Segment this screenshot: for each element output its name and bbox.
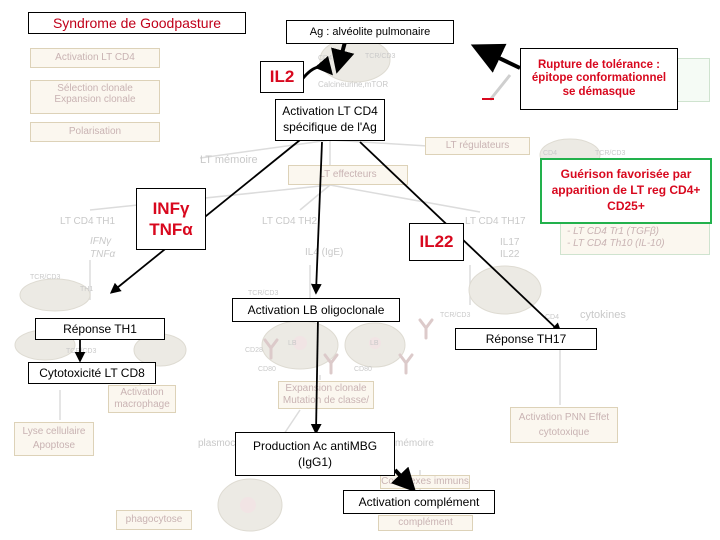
antigen-label: Ag : alvéolite pulmonaire: [309, 26, 431, 38]
arrow-antigen-down: [331, 41, 355, 74]
arrow-to-lb: [310, 141, 323, 295]
faded-th10: - LT CD4 Th10 (IL-10): [567, 238, 665, 249]
faded-tcr-label: TCR/CD3: [365, 53, 396, 60]
faded-expansion-clonale: Expansion clonale: [54, 94, 136, 105]
faded-th1-label: TH1: [80, 286, 94, 293]
title-box: Syndrome de Goodpasture: [28, 12, 246, 34]
faded-tcr-mid: TCR/CD3: [248, 290, 279, 297]
faded-selection-clonale: Sélection clonale: [57, 83, 133, 94]
faded-cd80: CD80: [258, 366, 276, 373]
tnfa-label: TNFα: [149, 220, 193, 239]
faded-activation-lt-cd4: Activation LT CD4: [30, 48, 160, 68]
cytokines-th1-box: INFγ TNFα: [136, 188, 206, 250]
faded-lt-cd4-th2: LT CD4 TH2: [262, 216, 318, 227]
faded-tcr-left2: TCR/CD3: [66, 348, 97, 355]
il2-box: IL2: [260, 61, 304, 93]
faded-memoire: mémoire: [395, 438, 434, 449]
faded-cd4-right: CD4: [543, 150, 558, 157]
reponse-th1-label: Réponse TH1: [63, 322, 137, 336]
faded-polarisation: Polarisation: [30, 122, 160, 142]
faded-tr1: - LT CD4 Tr1 (TGFβ): [567, 226, 660, 237]
faded-activation-pnn: Activation PNN Effet cytotoxique: [510, 407, 618, 443]
faded-lt-cd4-th1: LT CD4 TH1: [60, 216, 116, 227]
cytotox-label: Cytotoxicité LT CD8: [39, 366, 145, 380]
faded-il22: IL22: [500, 249, 520, 260]
faded-tcr-far: TCR/CD3: [595, 150, 626, 157]
arrow-to-th1: [109, 139, 301, 294]
faded-activation-macrophage: Activation macrophage: [108, 385, 176, 413]
arrow-il2-loop: [298, 55, 333, 83]
faded-lt-cd4-th17: LT CD4 TH17: [465, 216, 526, 227]
activation-lb-label: Activation LB oligoclonale: [247, 303, 385, 317]
rupture-label: Rupture de tolérance : épitope conformat…: [531, 59, 667, 98]
faded-cd4-right2: CD4: [545, 314, 560, 321]
production-ac-box: Production Ac antiMBG (IgG1): [235, 432, 395, 476]
guerison-label: Guérison favorisée par apparition de LT …: [551, 167, 701, 214]
faded-il17: IL17: [500, 237, 520, 248]
faded-complement: complément: [378, 515, 473, 531]
antigen-box: Ag : alvéolite pulmonaire: [286, 20, 454, 44]
activation-cd4-box: Activation LT CD4 spécifique de l'Ag: [275, 99, 385, 141]
faded-lyse: Lyse cellulaire Apoptose: [14, 422, 94, 456]
faded-expansion-lb: Expansion clonale Mutation de classe/: [278, 381, 374, 409]
faded-lt-effecteurs: LT effecteurs: [288, 165, 408, 185]
faded-lb-1: LB: [288, 340, 297, 347]
faded-phagocytose: phagocytose: [116, 510, 192, 530]
faded-cytokines: cytokines: [580, 309, 626, 321]
production-ac-label: Production Ac antiMBG (IgG1): [252, 438, 378, 469]
cytotox-box: Cytotoxicité LT CD8: [28, 362, 156, 384]
faded-plasmocyte: plasmocyte: [198, 438, 249, 449]
faded-selection-expansion: Sélection clonale Expansion clonale: [30, 80, 160, 114]
faded-cd28: CD28: [245, 347, 263, 354]
faded-lb-2: LB: [370, 340, 379, 347]
faded-lt-regulateurs: LT régulateurs: [425, 137, 530, 155]
activation-cd4-label: Activation LT CD4 spécifique de l'Ag: [282, 104, 378, 134]
activation-lb-box: Activation LB oligoclonale: [232, 298, 400, 322]
faded-tcr-left: TCR/CD3: [30, 274, 61, 281]
faded-calcineurine: Calcineurine,mTOR: [318, 80, 389, 89]
arrow-rupture-to-antigen: [470, 43, 521, 73]
il22-box: IL22: [409, 223, 464, 261]
rupture-box: Rupture de tolérance : épitope conformat…: [520, 48, 678, 110]
reponse-th1-box: Réponse TH1: [35, 318, 165, 340]
guerison-box: Guérison favorisée par apparition de LT …: [540, 158, 712, 224]
faded-tnfa: TNFα: [90, 249, 116, 260]
faded-lt-memoire: LT mémoire: [200, 154, 258, 166]
title: Syndrome de Goodpasture: [52, 15, 222, 31]
faded-cd80-2: CD80: [354, 366, 372, 373]
arrow-ac-to-complement: [390, 466, 417, 493]
reponse-th17-box: Réponse TH17: [455, 328, 597, 350]
infg-label: INFγ: [152, 198, 190, 218]
reponse-th17-label: Réponse TH17: [485, 332, 567, 346]
il22-label: IL22: [419, 232, 454, 251]
faded-ige: IL4 (IgE): [305, 247, 344, 258]
activation-complement-label: Activation complément: [358, 495, 480, 509]
faded-tcr-right: TCR/CD3: [440, 312, 471, 319]
arrow-lb-to-ac: [310, 317, 322, 435]
activation-complement-box: Activation complément: [343, 490, 495, 514]
il2-label: IL2: [269, 67, 295, 86]
faded-ifng: IFNγ: [90, 236, 112, 247]
